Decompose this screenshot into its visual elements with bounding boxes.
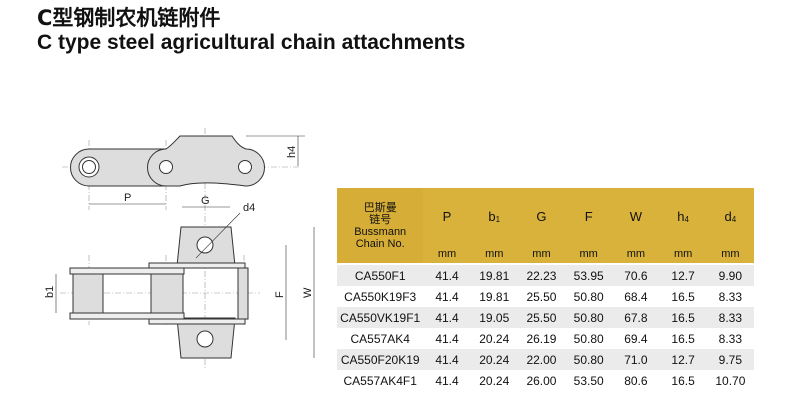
table-row: CA557AK4 41.4 20.24 26.19 50.80 69.4 16.5 8.33 xyxy=(337,328,754,349)
value-cell: 16.5 xyxy=(671,373,695,388)
value-cell: 16.5 xyxy=(671,331,695,346)
value-cell: 8.33 xyxy=(718,289,743,304)
col-sub: 4 xyxy=(684,215,689,224)
header-line: 链号 xyxy=(369,213,392,226)
unit: mm xyxy=(659,245,707,263)
title-english: C type steel agricultural chain attachme… xyxy=(37,31,466,54)
chain-no-cell: CA550F20K19 xyxy=(337,349,424,370)
col-name: P xyxy=(442,209,452,224)
value-cell: 22.23 xyxy=(517,265,566,286)
value-cell: 71.0 xyxy=(612,349,660,370)
value-cell: 26.00 xyxy=(526,373,557,388)
header-b1: b1 xyxy=(470,188,518,245)
value-cell: 20.24 xyxy=(470,349,518,370)
value-cell: 53.95 xyxy=(565,265,613,286)
value-cell: 12.7 xyxy=(659,265,707,286)
value-cell: 10.70 xyxy=(715,373,746,388)
table-row: CA557AK4F1 41.4 20.24 26.00 53.50 80.6 16.5 10.… xyxy=(337,370,754,391)
unit: mm xyxy=(565,245,613,263)
value-cell: 25.50 xyxy=(517,307,566,328)
value-cell: 70.6 xyxy=(612,265,660,286)
value-cell: 41.4 xyxy=(435,289,459,304)
value-cell: 53.50 xyxy=(573,373,604,388)
header-chain-no: 巴斯曼 链号 Bussmann Chain No. xyxy=(337,188,424,263)
col-sub: 4 xyxy=(731,215,737,224)
col-name: b xyxy=(488,209,496,224)
value-cell: 9.90 xyxy=(706,265,754,286)
chain-attachment-diagram: P G d4 h4 b1 F W xyxy=(44,128,315,370)
header-w: W xyxy=(612,188,660,245)
col-name: d xyxy=(724,209,732,224)
table-row: CA550K19F3 41.4 19.81 25.50 50.80 68.4 16.5 8.3… xyxy=(337,286,754,307)
header-f: F xyxy=(565,188,613,245)
header-line: 巴斯曼 xyxy=(363,201,397,214)
label-d4: d4 xyxy=(243,202,255,214)
col-sub: 1 xyxy=(495,215,501,224)
label-W: W xyxy=(302,287,314,298)
spec-table: 巴斯曼 链号 Bussmann Chain No. P b1 G F W h4 … xyxy=(337,188,754,391)
value-cell: 67.8 xyxy=(612,307,660,328)
chain-no-cell: CA557AK4F1 xyxy=(343,373,417,388)
chain-no-cell: CA550VK19F1 xyxy=(337,307,424,328)
label-F: F xyxy=(274,291,286,298)
col-name: h xyxy=(677,209,685,224)
col-name: F xyxy=(584,209,593,224)
value-cell: 50.80 xyxy=(573,289,604,304)
value-cell: 19.81 xyxy=(470,265,518,286)
unit: mm xyxy=(706,245,754,263)
unit: mm xyxy=(517,245,566,263)
value-cell: 41.4 xyxy=(423,349,471,370)
value-cell: 80.6 xyxy=(624,373,648,388)
unit: mm xyxy=(470,245,518,263)
chain-no-cell: CA550K19F3 xyxy=(344,289,417,304)
value-cell: 9.75 xyxy=(706,349,754,370)
header-d4: d4 xyxy=(706,188,754,245)
header-g: G xyxy=(517,188,566,245)
value-cell: 19.81 xyxy=(479,289,510,304)
chain-no-cell: CA557AK4 xyxy=(350,331,410,346)
value-cell: 69.4 xyxy=(624,331,648,346)
value-cell: 8.33 xyxy=(718,331,743,346)
header-h4: h4 xyxy=(659,188,707,245)
label-h4: h4 xyxy=(286,146,298,158)
value-cell: 19.05 xyxy=(470,307,518,328)
col-name: G xyxy=(536,209,547,224)
label-P: P xyxy=(124,192,131,204)
value-cell: 26.19 xyxy=(526,331,557,346)
title-chinese: C型钢制农机链附件 xyxy=(37,6,221,30)
col-name: W xyxy=(629,209,643,224)
value-cell: 22.00 xyxy=(517,349,566,370)
value-cell: 41.4 xyxy=(435,331,459,346)
unit: mm xyxy=(423,245,471,263)
value-cell: 25.50 xyxy=(526,289,557,304)
value-cell: 41.4 xyxy=(423,307,471,328)
chain-no-cell: CA550F1 xyxy=(337,265,424,286)
value-cell: 68.4 xyxy=(624,289,648,304)
value-cell: 20.24 xyxy=(479,331,510,346)
value-cell: 8.33 xyxy=(706,307,754,328)
value-cell: 50.80 xyxy=(573,331,604,346)
header-line: Chain No. xyxy=(355,237,405,250)
value-cell: 16.5 xyxy=(659,307,707,328)
unit: mm xyxy=(612,245,660,263)
label-b1: b1 xyxy=(44,286,56,298)
label-G: G xyxy=(201,195,210,207)
value-cell: 20.24 xyxy=(479,373,510,388)
header-line: Bussmann xyxy=(354,225,407,238)
value-cell: 50.80 xyxy=(565,307,613,328)
value-cell: 50.80 xyxy=(565,349,613,370)
value-cell: 16.5 xyxy=(671,289,695,304)
value-cell: 41.4 xyxy=(423,265,471,286)
value-cell: 41.4 xyxy=(435,373,459,388)
header-p: P xyxy=(423,188,471,245)
value-cell: 12.7 xyxy=(659,349,707,370)
